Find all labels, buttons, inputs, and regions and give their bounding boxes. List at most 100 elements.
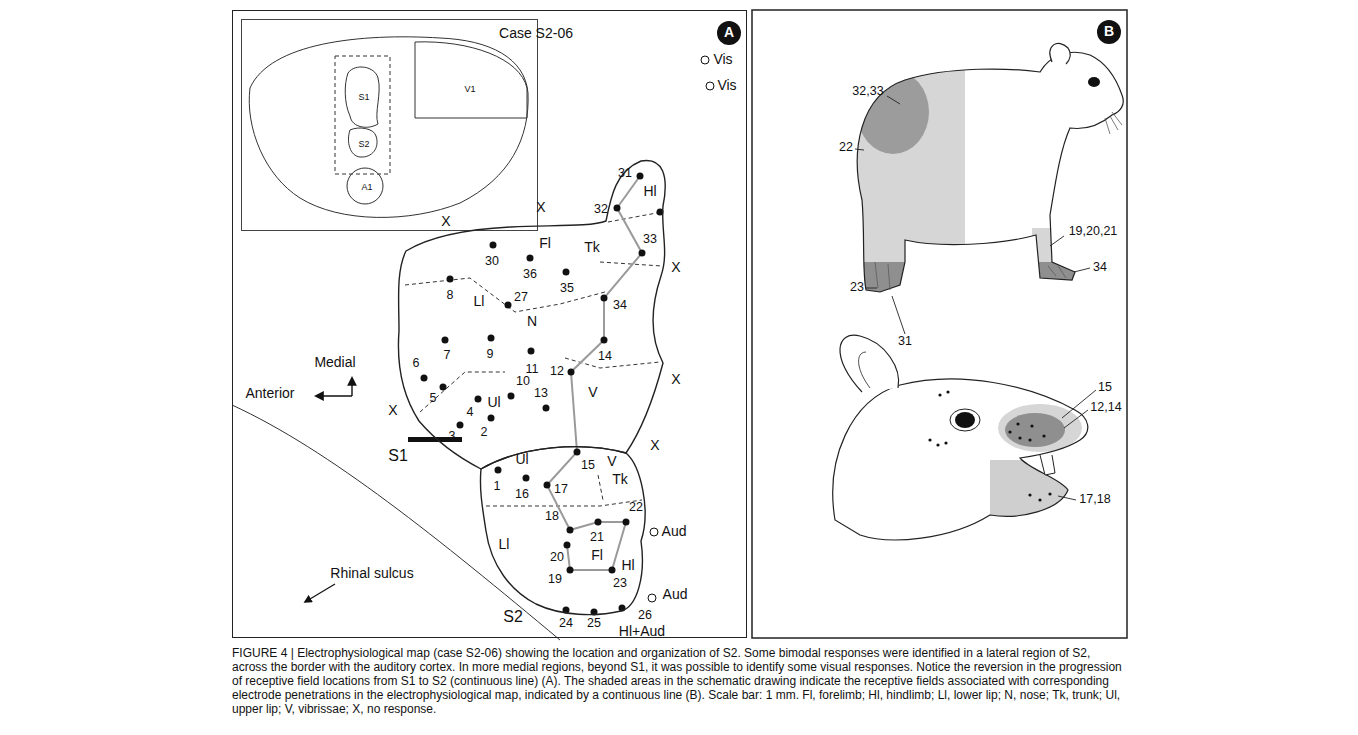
guinea-pig-body bbox=[1050, 43, 1070, 64]
inset-brain bbox=[348, 128, 377, 157]
open-site-circle bbox=[706, 82, 714, 90]
panel-frame: Case S2-06AV1S1S2A1S1S2 bbox=[232, 10, 747, 638]
region-label: Aud bbox=[663, 587, 688, 602]
rhinal-sulcus bbox=[232, 405, 560, 640]
guinea-pig-head bbox=[928, 390, 1051, 501]
electrode-dot bbox=[563, 269, 570, 276]
callout-number: 34 bbox=[613, 299, 627, 313]
area-outline bbox=[398, 160, 665, 469]
region-label: Medial bbox=[314, 355, 355, 370]
callout-number: 31 bbox=[898, 335, 912, 349]
guinea-pig-body bbox=[857, 52, 1123, 292]
electrode-dot bbox=[488, 335, 495, 342]
panel-badge: B bbox=[1097, 20, 1121, 44]
electrode-dot bbox=[505, 302, 512, 309]
no-response-mark: X bbox=[441, 214, 450, 229]
callout-number: 31 bbox=[618, 167, 632, 181]
electrode-dot bbox=[567, 567, 574, 574]
dashed-boundary bbox=[598, 475, 603, 500]
orientation-compass bbox=[316, 378, 352, 396]
guinea-pig-body bbox=[850, 43, 1123, 302]
no-response-mark: X bbox=[536, 200, 545, 215]
guinea-pig-body bbox=[860, 232, 910, 264]
callout-number: 25 bbox=[587, 617, 601, 631]
electrode-dot bbox=[564, 542, 571, 549]
guinea-pig-head bbox=[946, 390, 949, 393]
guinea-pig-head bbox=[1028, 493, 1031, 496]
callout-number: 12 bbox=[550, 365, 564, 379]
leader-line bbox=[1064, 410, 1088, 428]
leader-line bbox=[887, 96, 900, 104]
guinea-pig-head bbox=[955, 412, 975, 428]
no-response-mark: X bbox=[671, 372, 680, 387]
electrode-dot bbox=[442, 337, 449, 344]
callout-number: 27 bbox=[514, 291, 528, 305]
guinea-pig-head bbox=[928, 438, 931, 441]
electrode-dot bbox=[637, 173, 644, 180]
open-site-circle bbox=[701, 56, 709, 64]
inset-brain bbox=[345, 67, 379, 127]
leader-line bbox=[1050, 236, 1064, 246]
region-label: Vis bbox=[713, 52, 732, 67]
inset-brain bbox=[249, 37, 528, 218]
guinea-pig-head bbox=[1042, 434, 1045, 437]
guinea-pig-head bbox=[1008, 430, 1011, 433]
callout-number: 1 bbox=[494, 480, 501, 494]
callout-number: 32,33 bbox=[852, 85, 883, 99]
guinea-pig-body bbox=[1088, 77, 1100, 87]
callout-number: 17,18 bbox=[1079, 493, 1110, 507]
electrode-dot bbox=[601, 295, 608, 302]
callout-number: 16 bbox=[515, 488, 529, 502]
inset-brain bbox=[415, 42, 527, 118]
callout-number: 20 bbox=[550, 551, 564, 565]
guinea-pig-head bbox=[1016, 422, 1019, 425]
callout-number: 35 bbox=[560, 282, 574, 296]
electrode-dot bbox=[601, 337, 608, 344]
area-name: S1 bbox=[358, 93, 369, 103]
open-site-circle bbox=[648, 594, 656, 602]
guinea-pig-head bbox=[990, 404, 1082, 530]
callout-number: 2 bbox=[481, 426, 488, 440]
callout-number: 19 bbox=[548, 573, 562, 587]
electrode-dot bbox=[488, 415, 495, 422]
electrode-dot bbox=[490, 242, 497, 249]
electrode-dot bbox=[508, 393, 515, 400]
callout-number: 13 bbox=[534, 387, 548, 401]
callout-number: 24 bbox=[559, 617, 573, 631]
region-label: Fl bbox=[539, 236, 551, 251]
guinea-pig-head bbox=[990, 460, 1080, 530]
region-label: Hl+Aud bbox=[619, 624, 665, 639]
guinea-pig-head bbox=[833, 335, 1088, 540]
dashed-boundary bbox=[486, 500, 642, 506]
region-label: Hl bbox=[621, 558, 634, 573]
callout-number: 8 bbox=[447, 289, 454, 303]
callout-number: 10 bbox=[516, 375, 530, 389]
guinea-pig-body bbox=[1105, 112, 1122, 134]
electrode-dot bbox=[543, 405, 550, 412]
area-name: A1 bbox=[361, 183, 372, 193]
panel-letter: B bbox=[1104, 24, 1114, 39]
no-response-mark: X bbox=[388, 403, 397, 418]
region-label: N bbox=[527, 314, 537, 329]
callout-number: 14 bbox=[598, 350, 612, 364]
open-site-circle bbox=[648, 56, 714, 602]
region-label: Tk bbox=[612, 472, 628, 487]
electrode-dot bbox=[421, 375, 428, 382]
electrode-dot bbox=[440, 384, 447, 391]
orientation-compass bbox=[316, 395, 352, 396]
callout-number: 30 bbox=[485, 255, 499, 269]
region-label: Tk bbox=[584, 240, 600, 255]
electrode-dot bbox=[568, 369, 575, 376]
guinea-pig-head bbox=[1018, 436, 1021, 439]
guinea-pig-head bbox=[1040, 455, 1055, 475]
guinea-pig-head bbox=[950, 409, 980, 431]
inset-brain bbox=[335, 56, 390, 174]
guinea-pig-head bbox=[944, 441, 947, 444]
region-label: Fl bbox=[591, 548, 603, 563]
electrode-dot bbox=[421, 173, 664, 616]
callout-number: 15 bbox=[581, 459, 595, 473]
guinea-pig-head bbox=[1038, 498, 1041, 501]
region-label: Anterior bbox=[245, 386, 294, 401]
region-label: Rhinal sulcus bbox=[330, 566, 413, 581]
